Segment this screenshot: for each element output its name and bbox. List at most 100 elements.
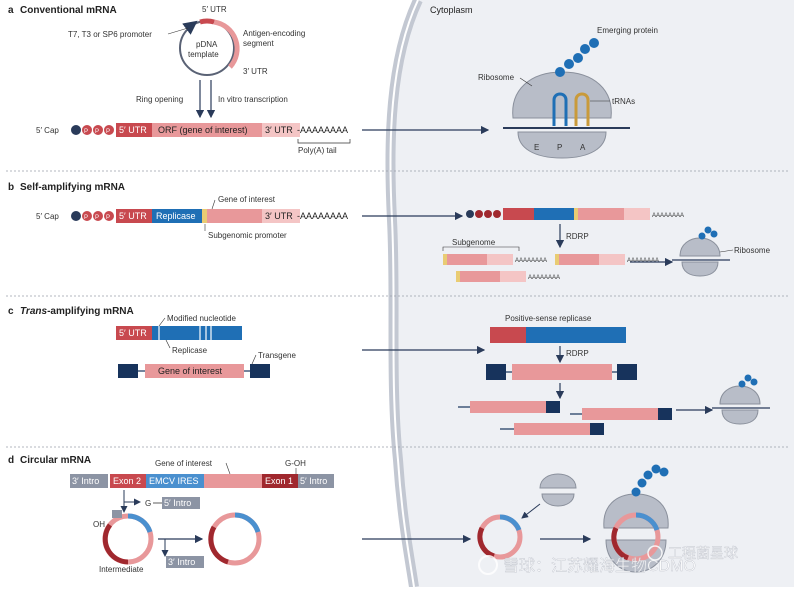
modified-nucleotide-leader — [158, 317, 166, 327]
ribosome-small-subunit — [517, 131, 607, 159]
d-goh-top-label: G-OH — [285, 459, 306, 468]
svg-text:AAAAAAAA: AAAAAAAA — [627, 258, 659, 264]
c-cyto-utr5 — [490, 327, 526, 343]
d-intro3-block — [70, 474, 108, 488]
b-goi-label: Gene of interest — [218, 195, 276, 204]
emerging-protein-chain — [555, 38, 599, 77]
cytoplasm-region — [390, 0, 794, 587]
transgene-leader — [251, 354, 257, 365]
utr3-top-label: 3′ UTR — [243, 67, 268, 76]
b-cyto-p1 — [475, 210, 483, 218]
d-exon2-label: Exon 2 — [113, 476, 141, 486]
b-utr3-label: 3′ UTR — [265, 211, 293, 221]
c-cyto-replicase — [526, 327, 626, 343]
ribosome-leader — [519, 77, 533, 87]
phosphate-1-label: P — [84, 129, 88, 135]
b-utr3-block — [262, 209, 300, 223]
c-product-copy-2 — [570, 408, 672, 420]
c-goi-label: Gene of interest — [158, 366, 223, 376]
d-intro3b-label: 3′ Intro — [168, 557, 195, 567]
cap-label: 5′ Cap — [36, 126, 59, 135]
svg-text:AAAAAAAA: AAAAAAAA — [528, 275, 560, 281]
b-cyto-goi — [578, 208, 624, 220]
c-goi-block — [145, 364, 244, 378]
subgenome-copy-2: AAAAAAAA — [555, 254, 659, 265]
transgene-label: Transgene — [258, 351, 297, 360]
c-protein-chain — [738, 374, 758, 388]
site-e-label: E — [534, 143, 539, 152]
ribosome-label: Ribosome — [478, 73, 515, 82]
cytoplasm-label: Cytoplasm — [430, 5, 473, 15]
d-small-ribosome-bottom — [541, 493, 575, 507]
polya-label: -AAAAAAAA — [297, 125, 348, 135]
site-a-label: A — [580, 143, 586, 152]
c-utr5-label: 5′ UTR — [119, 328, 147, 338]
intermediate-label: Intermediate — [99, 565, 144, 574]
c-product-copy-3 — [500, 423, 604, 435]
panel-d-letter: d — [8, 455, 14, 466]
polya-bracket — [297, 139, 351, 144]
d-ribosome-bind-arrow — [521, 503, 541, 519]
plasmid-utr5-segment — [199, 18, 215, 25]
subgenome-copy-1: AAAAAAAA — [443, 254, 547, 265]
c-rdrp-label: RDRP — [566, 349, 589, 358]
d-emcv-block — [146, 474, 204, 488]
d-exon1-label: Exon 1 — [265, 476, 293, 486]
site-p-label: P — [557, 143, 562, 152]
modified-nucleotide-marks — [158, 326, 212, 340]
intermediate-intro-stub — [112, 510, 122, 518]
d-intro5-block — [298, 474, 334, 488]
phosphate-3 — [104, 125, 114, 135]
d-intro3-label: 3′ Intro — [72, 476, 99, 486]
c-cyto-transgene-right — [617, 364, 637, 380]
panel-c-title-italic: Trans — [20, 306, 47, 317]
panel-c: c Trans-amplifying mRNA 5′ UTR Modified … — [8, 306, 770, 435]
subgenome-bracket — [442, 246, 520, 251]
b-phosphate-3 — [104, 211, 114, 221]
c-product-copy-1 — [458, 401, 560, 413]
b-cyto-p2 — [484, 210, 492, 218]
b-subgenomic-promoter-block — [202, 209, 207, 223]
d-small-ribosome-top — [539, 473, 577, 489]
xueqiu-logo-icon — [478, 555, 498, 575]
modified-nucleotide-label: Modified nucleotide — [167, 314, 236, 323]
cap-icon — [71, 125, 81, 135]
wechat-logo-icon — [647, 545, 663, 561]
b-cyto-sgp — [574, 208, 578, 220]
d-intro3b-block — [166, 556, 204, 568]
b-cyto-p3 — [493, 210, 501, 218]
panel-a: a Conventional mRNA pDNA template 5′ UTR… — [8, 5, 658, 159]
d-intro5b-label: 5′ Intro — [164, 498, 191, 508]
svg-text:AAAAAAAA: AAAAAAAA — [515, 258, 547, 264]
panel-a-letter: a — [8, 5, 14, 16]
b-rdrp-label: RDRP — [566, 232, 589, 241]
watermark: 雪球：江苏耀海生物CDMO 工程菌星球 — [478, 545, 738, 575]
intermediate-ring-ires — [127, 513, 153, 533]
circular-rna-ires — [234, 512, 261, 533]
trna-a-site — [574, 92, 590, 126]
watermark-xueqiu-text: 雪球：江苏耀海生物CDMO — [503, 557, 696, 575]
d-oh-label: OH — [93, 520, 105, 529]
d-cyto-circ-exon — [477, 526, 495, 559]
phosphate-2 — [93, 125, 103, 135]
b-cyto-utr5 — [503, 208, 534, 220]
utr5-block-label: 5′ UTR — [119, 125, 147, 135]
subgenome-copy-3: AAAAAAAA — [456, 271, 560, 282]
b-cap-icon — [71, 211, 81, 221]
ivt-label: In vitro transcription — [218, 95, 288, 104]
d-emcv-label: EMCV IRES — [149, 476, 199, 486]
panel-a-title: Conventional mRNA — [20, 5, 117, 16]
b-phosphate-1 — [82, 211, 92, 221]
orf-block-label: ORF (gene of interest) — [158, 125, 248, 135]
subgenome-label: Subgenome — [452, 238, 496, 247]
d-cyto-circ-ires — [499, 514, 522, 532]
plasmid-antigen-segment — [213, 19, 240, 69]
pdna-label-2: template — [188, 50, 219, 59]
b-utr5-label: 5′ UTR — [119, 211, 147, 221]
c-replicase-label: Replicase — [172, 346, 208, 355]
phosphate-1 — [82, 125, 92, 135]
b-ribosome-leader — [719, 249, 734, 253]
phosphate-3-label: P — [106, 129, 110, 135]
b-cap-label: 5′ Cap — [36, 212, 59, 221]
